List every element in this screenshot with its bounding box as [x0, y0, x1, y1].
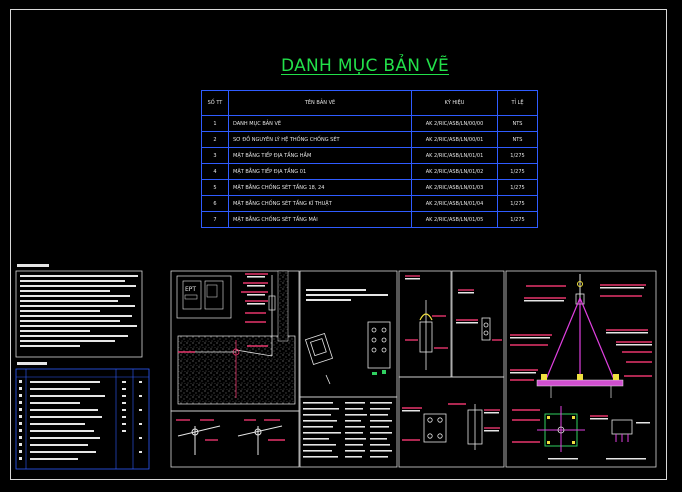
header-no: SỐ TT — [201, 90, 229, 116]
detail-plate-section — [398, 376, 505, 468]
header-scale: TỈ LỆ — [497, 90, 538, 116]
detail-lightning-mast-section — [505, 270, 657, 468]
table-row: 1 DANH MỤC BẢN VẼ AK 2/RIC/ASB/LN/00/00 … — [201, 115, 538, 132]
drawing-index-table: SỐ TT TÊN BẢN VẼ KÝ HIỆU TỈ LỆ 1 DANH MỤ… — [201, 90, 538, 228]
row-name: MẶT BẰNG CHỐNG SÉT TẦNG MÁI — [228, 211, 412, 228]
meter-box-label: EPT — [185, 286, 196, 293]
table-row: 6 MẶT BẰNG CHỐNG SÉT TẦNG KĨ THUẬT AK 2/… — [201, 195, 538, 212]
detail-connector-section — [398, 270, 505, 378]
table-row: 7 MẶT BẰNG CHỐNG SÉT TẦNG MÁI AK 2/RIC/A… — [201, 211, 538, 228]
row-scale: 1/275 — [497, 211, 538, 228]
legend-table — [15, 362, 150, 470]
table-row: 4 MẶT BẰNG TIẾP ĐỊA TẦNG 01 AK 2/RIC/ASB… — [201, 163, 538, 180]
table-row: 3 MẶT BẰNG TIẾP ĐỊA TẦNG HẦM AK 2/RIC/AS… — [201, 147, 538, 164]
detail-clamp-section — [170, 410, 300, 468]
drawing-frame — [10, 9, 667, 480]
drawing-title: DANH MỤC BẢN VẼ — [281, 56, 449, 76]
detail-grounding-section: EPT — [170, 270, 300, 412]
table-header-row: SỐ TT TÊN BẢN VẼ KÝ HIỆU TỈ LỆ — [201, 90, 538, 116]
table-row: 2 SƠ ĐỒ NGUYÊN LÝ HỆ THỐNG CHỐNG SÉT AK … — [201, 131, 538, 148]
general-notes-block — [15, 264, 143, 358]
table-row: 5 MẶT BẰNG CHỐNG SÉT TẦNG 18, 24 AK 2/RI… — [201, 179, 538, 196]
detail-equipment-section — [299, 270, 398, 468]
